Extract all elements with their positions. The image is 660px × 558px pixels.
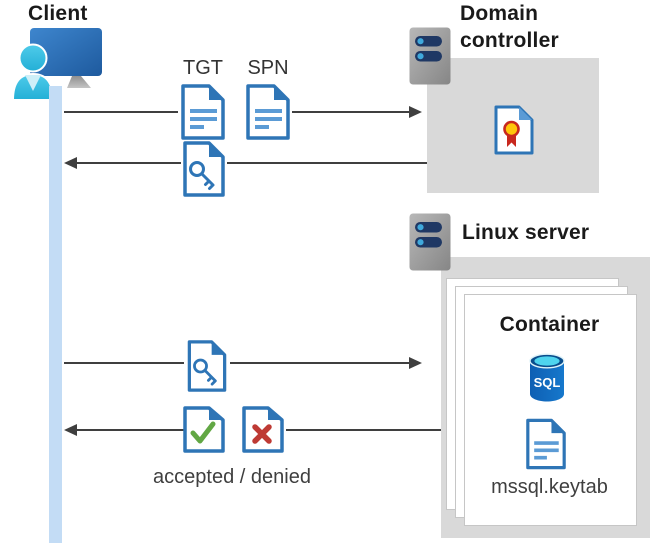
person-head <box>18 43 48 73</box>
key-ticket-document-icon <box>186 340 228 392</box>
accepted-denied-label: accepted / denied <box>153 466 311 488</box>
denied-document-icon <box>242 406 284 453</box>
key-ticket-document-icon <box>183 141 225 197</box>
accepted-document-icon <box>183 406 225 453</box>
arrow-server-to-client-line <box>286 429 460 431</box>
arrowhead-left-icon <box>64 424 77 436</box>
arrowhead-right-icon <box>409 106 422 118</box>
linux-server-icon <box>409 213 451 271</box>
arrow-client-to-dc-line <box>64 111 178 113</box>
arrow-dc-to-client-line <box>77 162 181 164</box>
container-card <box>464 294 637 526</box>
spn-label: SPN <box>247 57 289 79</box>
person-collar <box>25 75 41 91</box>
user-workstation-icon <box>6 24 106 102</box>
dc-server-icon <box>409 27 451 85</box>
certificate-icon <box>494 105 534 155</box>
client-lifeline <box>49 86 62 543</box>
sql-text: SQL <box>534 375 561 390</box>
arrow-client-to-server-line <box>230 362 412 364</box>
arrow-client-to-dc-line <box>292 111 412 113</box>
arrowhead-left-icon <box>64 157 77 169</box>
spn-document-icon <box>246 84 290 140</box>
monitor-stand <box>67 76 91 88</box>
keytab-document-icon <box>526 418 566 470</box>
domain-controller-label: Domain controller <box>460 2 559 52</box>
tgt-document-icon <box>181 84 225 140</box>
seal-icon <box>503 120 520 138</box>
monitor-icon <box>30 28 102 76</box>
linux-server-label: Linux server <box>462 221 590 244</box>
arrowhead-right-icon <box>409 357 422 369</box>
arrow-dc-to-client-line <box>227 162 427 164</box>
client-label: Client <box>28 2 88 25</box>
keytab-label: mssql.keytab <box>491 476 608 498</box>
arrow-server-to-client-line <box>77 429 184 431</box>
sql-database-icon: SQL <box>529 353 565 402</box>
tgt-label: TGT <box>183 57 223 79</box>
arrow-client-to-server-line <box>64 362 184 364</box>
container-title: Container <box>499 313 600 336</box>
